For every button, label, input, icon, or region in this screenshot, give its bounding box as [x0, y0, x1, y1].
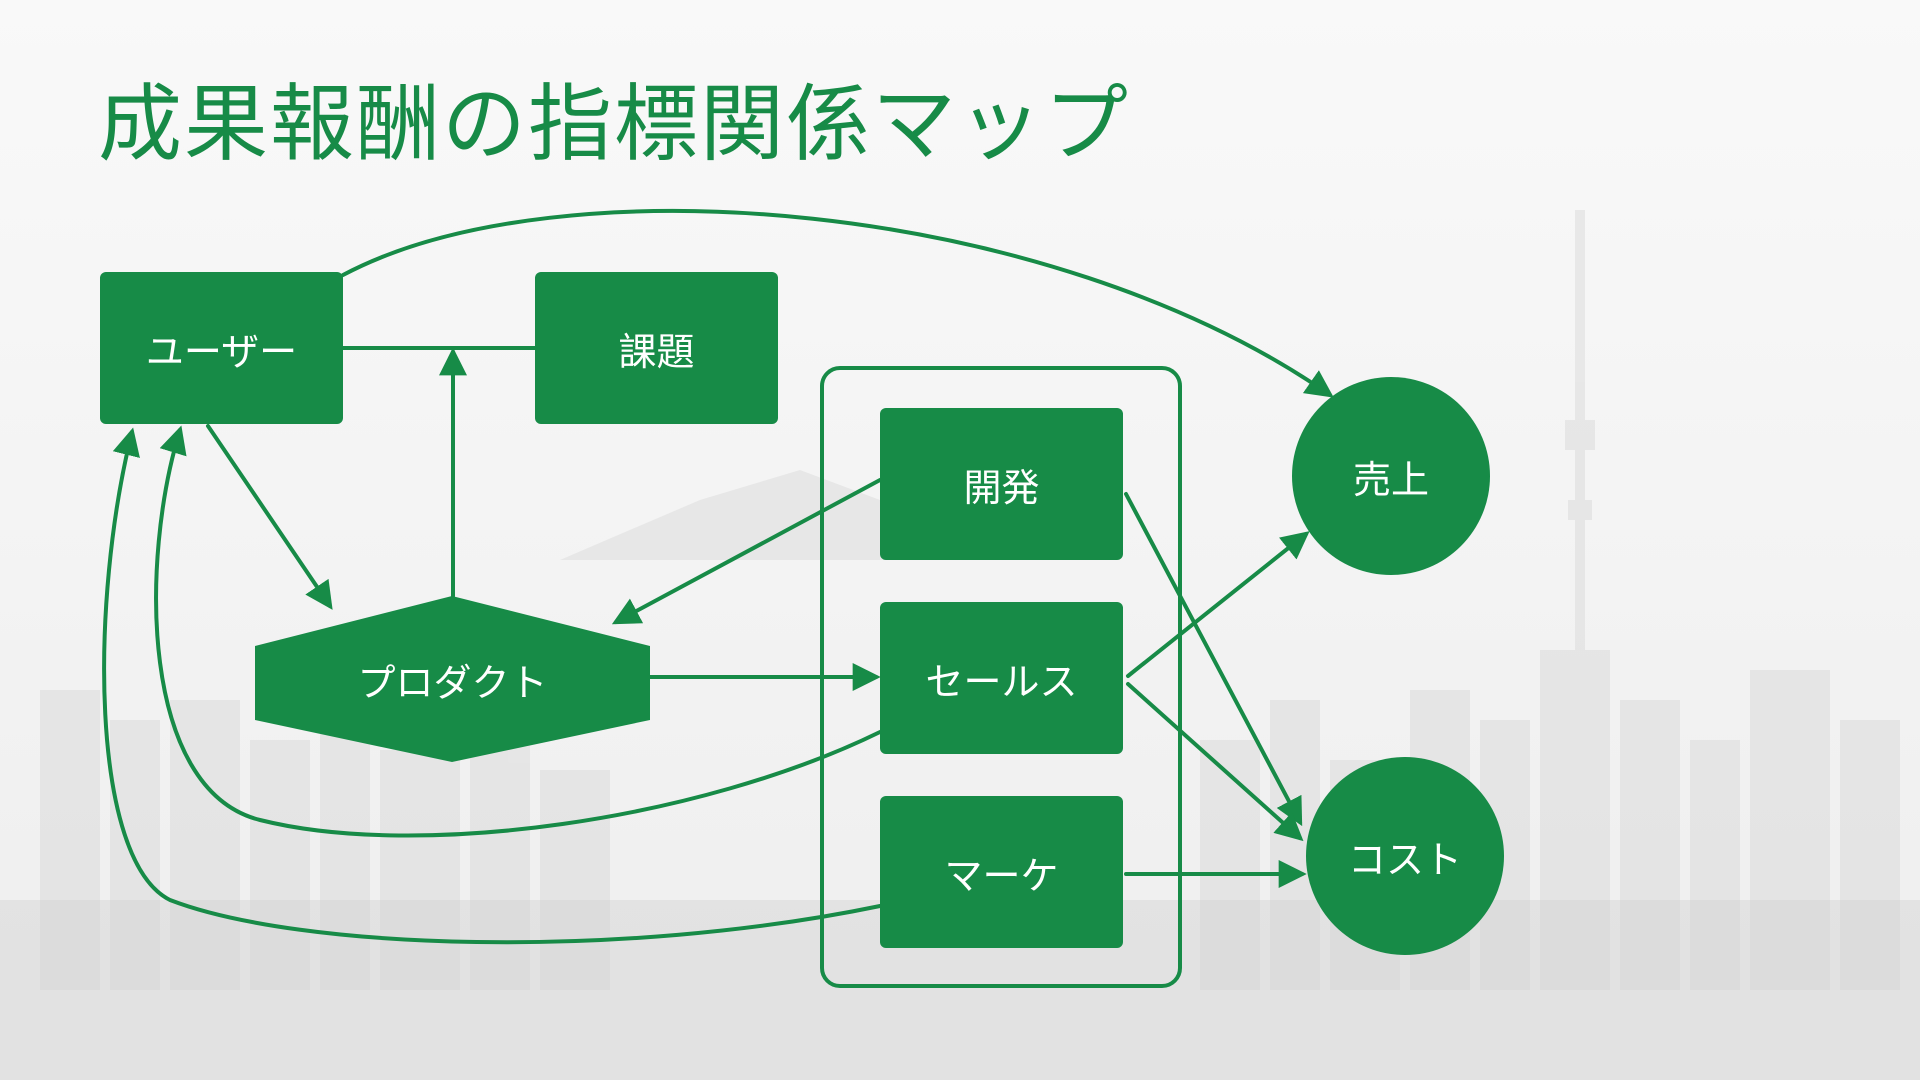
- node-revenue-label: 売上: [1352, 457, 1429, 502]
- node-revenue: 売上: [1292, 377, 1490, 575]
- node-cost-label: コスト: [1347, 837, 1462, 882]
- arrow-sales-to-user: [154, 425, 882, 838]
- node-marketing: マーケ: [880, 796, 1123, 948]
- arrow-user-to-product: [206, 424, 333, 610]
- product-hexagon-shape: [255, 596, 650, 762]
- node-product-label: プロダクト: [357, 660, 548, 705]
- node-sales: セールス: [880, 602, 1123, 754]
- node-user: ユーザー: [100, 272, 343, 424]
- slide-title: 成果報酬の指標関係マップ: [98, 75, 1131, 173]
- arrow-marketing-to-user: [102, 427, 882, 945]
- node-product: プロダクト: [255, 596, 650, 762]
- arrow-dev-to-product: [611, 478, 882, 625]
- node-dev: 開発: [880, 408, 1123, 560]
- arrow-sales-to-cost: [1126, 682, 1304, 842]
- node-user-label: ユーザー: [145, 329, 298, 374]
- arrow-sales-to-revenue: [1126, 531, 1310, 678]
- arrow-user-to-revenue: [341, 209, 1334, 398]
- node-sales-label: セールス: [925, 659, 1078, 704]
- node-issue: 課題: [535, 272, 778, 424]
- node-cost: コスト: [1306, 757, 1504, 955]
- node-marketing-label: マーケ: [944, 853, 1059, 898]
- node-dev-label: 開発: [963, 465, 1040, 510]
- node-issue-label: 課題: [618, 329, 695, 374]
- arrow-dev-to-cost: [1124, 492, 1303, 827]
